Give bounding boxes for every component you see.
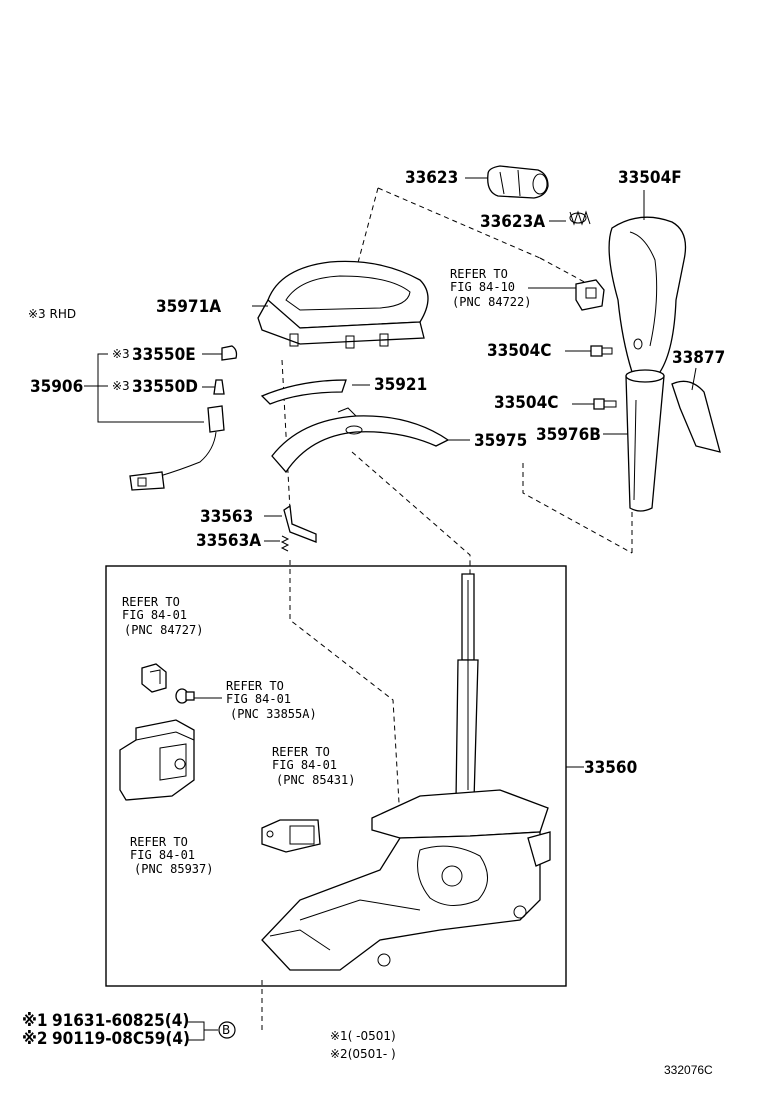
wire-harness-part: [129, 405, 225, 491]
screw-33504C-lower: [572, 398, 617, 410]
shift-sleeve-part: [625, 369, 665, 512]
svg-text:FIG 84-10: FIG 84-10: [450, 280, 515, 294]
part-number-33623A: 33623A: [480, 212, 545, 232]
part-number-33563: 33563: [200, 507, 253, 527]
rhd-note: ※3 RHD: [28, 307, 76, 321]
part-number-33550D: 33550D: [132, 377, 198, 397]
svg-text:REFER TO: REFER TO: [122, 595, 180, 609]
refer-85431: REFER TO FIG 84-01 (PNC 85431): [272, 745, 355, 787]
svg-text:FIG 84-01: FIG 84-01: [130, 848, 195, 862]
svg-text:REFER TO: REFER TO: [130, 835, 188, 849]
svg-text:FIG 84-01: FIG 84-01: [272, 758, 337, 772]
part-number-33504C-lower: 33504C: [494, 393, 558, 413]
knob-button-part: [487, 165, 549, 199]
screw-33504C-upper: [565, 345, 613, 357]
nut-84727-part: [141, 663, 167, 693]
part-number-33560: 33560: [584, 758, 637, 778]
svg-text:REFER TO: REFER TO: [272, 745, 330, 759]
lock-pin-part: [283, 504, 317, 543]
marker-3-upper: ※3: [112, 347, 130, 361]
wire-harness-bracket: [84, 353, 204, 423]
shift-lever-assembly: [261, 573, 551, 971]
part-number-35921: 35921: [374, 375, 427, 395]
part-number-35975: 35975: [474, 431, 527, 451]
shift-knob-part: [608, 216, 687, 378]
svg-text:(PNC 84727): (PNC 84727): [124, 623, 203, 637]
bolt-2-marker: ※2: [22, 1029, 48, 1049]
slide-cover-part: [271, 407, 450, 474]
date-note-2: ※2(0501- ): [330, 1047, 396, 1061]
lock-spring-part: [280, 535, 290, 552]
shift-panel-part: [257, 260, 429, 349]
svg-text:FIG 84-01: FIG 84-01: [122, 608, 187, 622]
part-number-35971A: 35971A: [156, 297, 221, 317]
part-number-33504F: 33504F: [618, 168, 682, 188]
bolt-33855A-part: [175, 688, 195, 704]
svg-text:FIG 84-01: FIG 84-01: [226, 692, 291, 706]
refer-85937: REFER TO FIG 84-01 (PNC 85937): [130, 835, 213, 876]
svg-text:(PNC 84722): (PNC 84722): [452, 295, 531, 309]
part-number-33504C-upper: 33504C: [487, 341, 551, 361]
marker-3-lower: ※3: [112, 379, 130, 393]
part-number-35906: 35906: [30, 377, 83, 397]
svg-text:(PNC 85431): (PNC 85431): [276, 773, 355, 787]
label-tag-part: [671, 380, 721, 453]
refer-84727: REFER TO FIG 84-01 (PNC 84727): [122, 595, 203, 637]
reference-circle-label: B: [222, 1023, 230, 1037]
assembly-dashed-lines: [261, 187, 633, 1030]
bulb-33550D: [213, 379, 225, 395]
bolt-1-marker: ※1: [22, 1011, 48, 1031]
svg-text:(PNC 33855A): (PNC 33855A): [230, 707, 317, 721]
svg-text:REFER TO: REFER TO: [226, 679, 284, 693]
refer-33855A: REFER TO FIG 84-01 (PNC 33855A): [226, 679, 317, 721]
part-number-33623: 33623: [405, 168, 458, 188]
refer-84722: REFER TO FIG 84-10 (PNC 84722): [450, 267, 531, 309]
indicator-plate-part: [260, 379, 347, 405]
assembly-box: [105, 565, 567, 987]
part-number-33563A: 33563A: [196, 531, 261, 551]
part-number-35976B: 35976B: [536, 425, 601, 445]
bracket-85937-part: [119, 719, 195, 801]
bulb-33550E: [221, 345, 238, 361]
diagram-code: 332076C: [664, 1063, 713, 1077]
sensor-85431-part: [261, 819, 321, 853]
date-note-1: ※1( -0501): [330, 1029, 396, 1043]
svg-text:REFER TO: REFER TO: [450, 267, 508, 281]
svg-text:(PNC 85937): (PNC 85937): [134, 862, 213, 876]
bolt-1-part-number: 91631-60825(4): [52, 1011, 189, 1031]
reference-circle: [218, 1021, 236, 1039]
part-number-33877: 33877: [672, 348, 725, 368]
spring-part: [569, 210, 591, 226]
knob-switch-part: [575, 279, 605, 311]
part-number-33550E: 33550E: [132, 345, 196, 365]
bolt-2-part-number: 90119-08C59(4): [52, 1029, 190, 1049]
